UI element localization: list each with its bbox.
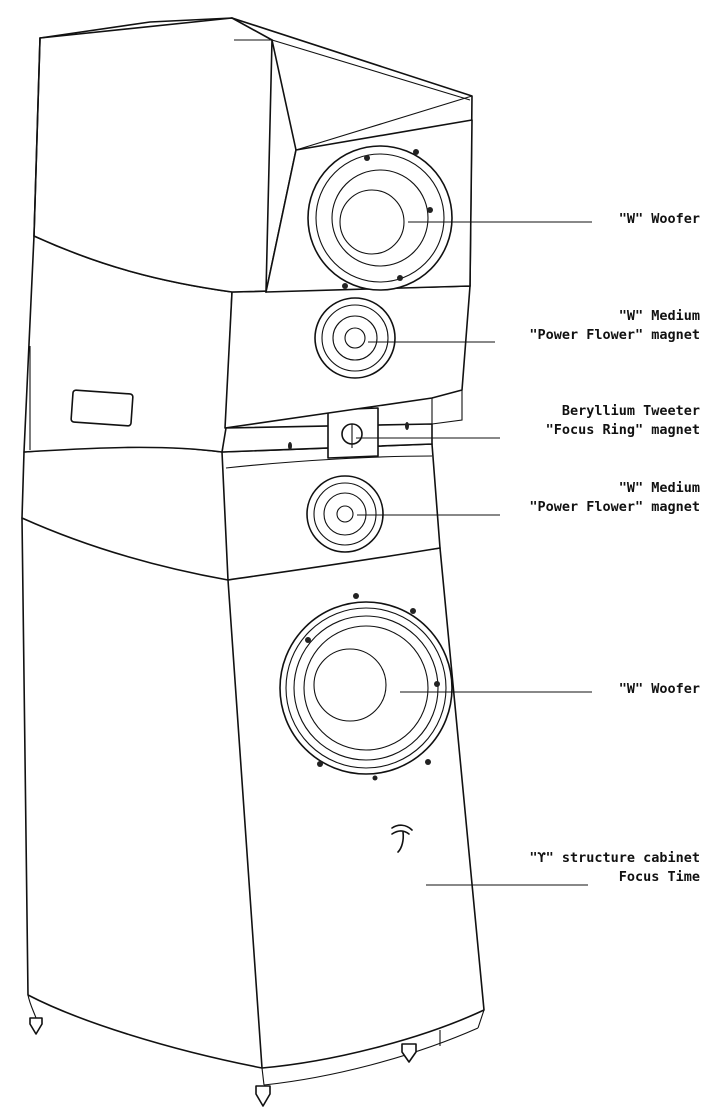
lower-woofer-driver [279, 593, 453, 781]
focal-logo-icon [391, 824, 413, 853]
callout-cabinet: "ϒ" structure cabinet Focus Time [529, 849, 700, 887]
callout-lower-medium: "W" Medium "Power Flower" magnet [529, 479, 700, 517]
callout-upper-woofer: "W" Woofer [619, 210, 700, 229]
callout-text: "W" Woofer [618, 211, 700, 227]
callout-text: "W" Woofer [618, 681, 700, 697]
speaker-feet [29, 1017, 417, 1107]
callout-lower-woofer: "W" Woofer [619, 680, 700, 699]
callout-upper-medium: "W" Medium "Power Flower" magnet [529, 307, 700, 345]
callout-text: "W" Medium [618, 480, 700, 496]
leader-lines [356, 221, 592, 886]
callout-text: Focus Time [618, 869, 700, 885]
middle-cabinet [23, 235, 233, 453]
upper-medium-box [224, 285, 471, 429]
callout-text: "ϒ" structure cabinet [529, 850, 700, 866]
lower-medium-box [21, 443, 441, 581]
top-cabinet [33, 17, 473, 293]
callout-text: Beryllium Tweeter [561, 403, 700, 419]
callout-text: "Power Flower" magnet [529, 327, 700, 343]
bottom-cabinet [21, 517, 485, 1086]
callout-tweeter: Beryllium Tweeter "Focus Ring" magnet [546, 402, 700, 440]
callout-text: "Power Flower" magnet [529, 499, 700, 515]
callout-text: "Focus Ring" magnet [545, 422, 700, 438]
callout-text: "W" Medium [618, 308, 700, 324]
